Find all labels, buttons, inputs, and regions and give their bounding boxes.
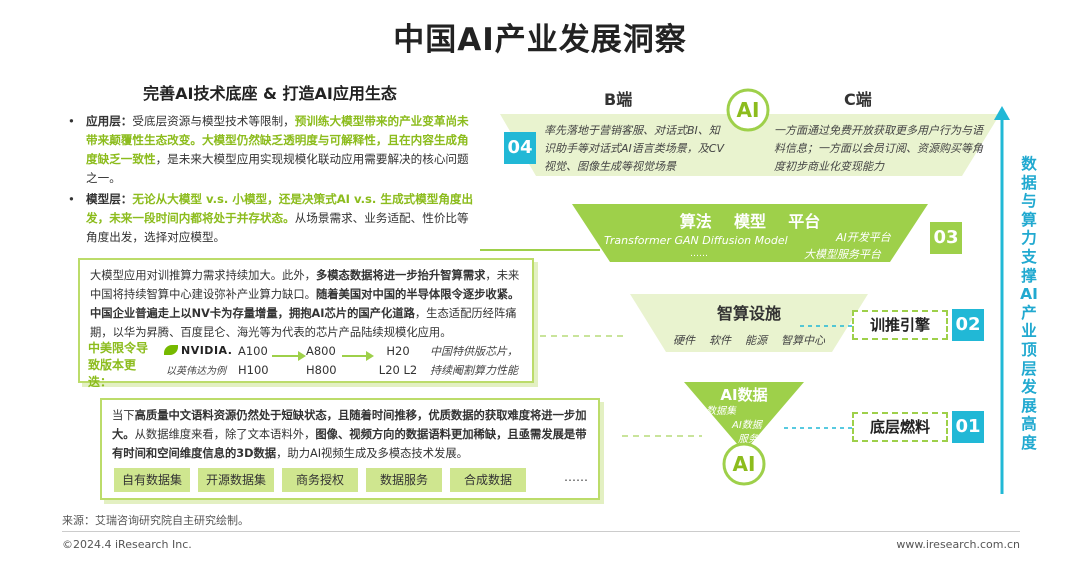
step-number-04: 04 — [504, 132, 536, 164]
chip-h800: H800 — [306, 363, 337, 377]
algo-platform-1: AI开发平台 — [836, 231, 891, 244]
data-source-chip: 开源数据集 — [198, 468, 274, 492]
algo-platform-2: 大模型服务平台 — [804, 248, 881, 261]
nvidia-eye-icon — [164, 345, 178, 355]
chip-h100: H100 — [238, 363, 269, 377]
chips-note-line1: 中国特供版芯片， — [430, 345, 518, 358]
c-end-text: 一方面通过免费开放获取更多用户行为与语料信息；一方面以会员订阅、资源购买等角度初… — [774, 124, 983, 173]
chip-arrows — [272, 351, 374, 361]
data-item: 数据集 — [706, 406, 736, 417]
model-layer-text: 从场景需求、业务适配、性价比等角度出发，选择对应模型。 — [86, 211, 469, 244]
data-bold-2: 图像、视频方向的数据语料更加稀缺，且亟需发展是带有时间和空间维度信息的3D数据 — [112, 428, 587, 460]
app-layer-highlight: 预训练大模型带来的产业变革尚未带来颠覆性生态改变。大模型仍然缺乏透明度与可解释性… — [86, 114, 469, 166]
copyright: ©2024.4 iResearch Inc. — [62, 538, 192, 551]
funnel-band-02 — [630, 294, 868, 352]
data-source-chip: 商务授权 — [282, 468, 358, 492]
ai-circle-bottom — [722, 442, 766, 486]
app-layer-text-2: ，是未来大模型应用实现规模化联动应用需要解决的核心问题之一。 — [86, 152, 469, 185]
app-layer-text-1: 受底层资源与模型技术等限制， — [132, 114, 295, 128]
step-number-03: 03 — [930, 222, 962, 254]
section-subtitle: 完善AI技术底座 & 打造AI应用生态 — [143, 84, 397, 103]
step-number-01: 01 — [952, 411, 984, 443]
nvidia-logo: NVIDIA. — [164, 344, 232, 357]
funnel-band-03 — [572, 204, 928, 262]
compute-bold-2: 随着美国对中国的半导体限令逐步收紧。中国企业普遍走上以NV卡为存量增量，拥抱AI… — [90, 288, 520, 320]
model-layer-label: 模型层： — [86, 192, 133, 206]
chips-note-line2: 持续阉割算力性能 — [430, 364, 518, 377]
compute-bold-1: 多模态数据将进一步抬升智算需求 — [315, 269, 486, 282]
layer-bullets: 应用层：受底层资源与模型技术等限制，预训练大模型带来的产业变革尚未带来颠覆性生态… — [66, 112, 478, 249]
data-item: AI数据 — [732, 420, 762, 431]
data-bold-1: 高质量中文语料资源仍然处于短缺状态，且随着时间推移，优质数据的获取难度将进一步加… — [112, 409, 587, 441]
source-note: 来源：艾瑞咨询研究院自主研究绘制。 — [62, 514, 249, 527]
nvidia-note: 以英伟达为例 — [166, 366, 226, 377]
compute-text-3: ，生态适配历经阵痛期，以华为昇腾、百度昆仑、海光等为代表的芯片产品陆续规模化应用… — [90, 307, 517, 339]
website-link[interactable]: www.iresearch.com.cn — [896, 538, 1020, 551]
chip-a800: A800 — [306, 344, 336, 358]
compute-info-box: 大模型应用对训推算力需求持续加大。此外，多模态数据将进一步抬升智算需求，未来中国… — [78, 258, 534, 383]
arrow-right-icon — [272, 351, 306, 361]
chip-h20: H20 — [386, 344, 410, 358]
data-text-2: 从数据维度来看，除了文本语料外， — [134, 428, 316, 441]
chips-generation-b: A800 H800 — [306, 342, 337, 380]
data-paragraph: 当下高质量中文语料资源仍然处于短缺状态，且随着时间推移，优质数据的获取难度将进一… — [112, 406, 588, 463]
data-text-3: ，助力AI视频生成及多模态技术发展。 — [276, 447, 468, 460]
label-training-engine: 训推引擎 — [852, 310, 948, 340]
funnel-band-01 — [684, 382, 804, 452]
chip-l20: L20 L2 — [378, 363, 418, 377]
b-end-label: B端 — [604, 90, 633, 109]
chip-a100: A100 — [238, 344, 268, 358]
data-chips-ellipsis: …… — [564, 470, 588, 484]
data-source-chip: 数据服务 — [366, 468, 442, 492]
step-number-02: 02 — [952, 309, 984, 341]
compute-items: 硬件 软件 能源 智算中心 — [673, 334, 825, 347]
chips-generation-c: H20 L20 L2 — [376, 342, 420, 380]
data-item: 服务 — [738, 434, 758, 445]
algo-ellipsis: …… — [690, 249, 708, 259]
version-label: 中美限令导 致版本更迭： — [88, 340, 148, 391]
nvidia-wordmark: NVIDIA. — [181, 344, 233, 357]
chips-note: 中国特供版芯片， 持续阉割算力性能 — [430, 342, 518, 380]
arrow-up-icon — [994, 106, 1010, 120]
compute-text-1: 大模型应用对训推算力需求持续加大。此外， — [90, 269, 316, 282]
model-layer-highlight: 无论从大模型 v.s. 小模型，还是决策式AI v.s. 生成式模型角度出发，未… — [86, 192, 474, 225]
arrow-right-icon — [342, 351, 374, 361]
ai-badge-bottom: AI — [732, 452, 756, 476]
vertical-caption: 数据与算力支撑AI产业顶层发展高度 — [1020, 155, 1038, 452]
compute-title: 智算设施 — [716, 304, 781, 323]
ai-badge-top: AI — [736, 98, 760, 122]
chips-generation-a: A100 H100 — [238, 342, 269, 380]
funnel-band-04 — [500, 114, 1000, 176]
data-title: AI数据 — [720, 386, 768, 404]
data-text-1: 当下 — [112, 409, 135, 422]
page-title: 中国AI产业发展洞察 — [393, 22, 687, 58]
app-layer-label: 应用层： — [86, 114, 133, 128]
data-source-chip: 合成数据 — [450, 468, 526, 492]
version-label-line1: 中美限令导 — [88, 341, 149, 355]
algo-title: 算法 模型 平台 — [679, 212, 821, 231]
label-base-fuel: 底层燃料 — [852, 412, 948, 442]
compute-text-2: ，未来中国将持续智算中心建设弥补产业算力缺口。 — [90, 269, 520, 301]
compute-paragraph: 大模型应用对训推算力需求持续加大。此外，多模态数据将进一步抬升智算需求，未来中国… — [90, 266, 522, 342]
data-source-chip: 自有数据集 — [114, 468, 190, 492]
bullet-app-layer: 应用层：受底层资源与模型技术等限制，预训练大模型带来的产业变革尚未带来颠覆性生态… — [66, 112, 478, 188]
footer-divider — [62, 531, 1020, 532]
version-label-line2: 致版本更迭： — [88, 358, 137, 389]
algo-models: Transformer GAN Diffusion Model — [604, 234, 788, 247]
b-end-text: 率先落地于营销客服、对话式BI、知识助手等对话式AI语言类场景，及CV视觉、图像… — [544, 124, 724, 173]
ai-circle-top — [726, 88, 770, 132]
c-end-label: C端 — [844, 90, 872, 109]
bullet-model-layer: 模型层：无论从大模型 v.s. 小模型，还是决策式AI v.s. 生成式模型角度… — [66, 190, 478, 247]
